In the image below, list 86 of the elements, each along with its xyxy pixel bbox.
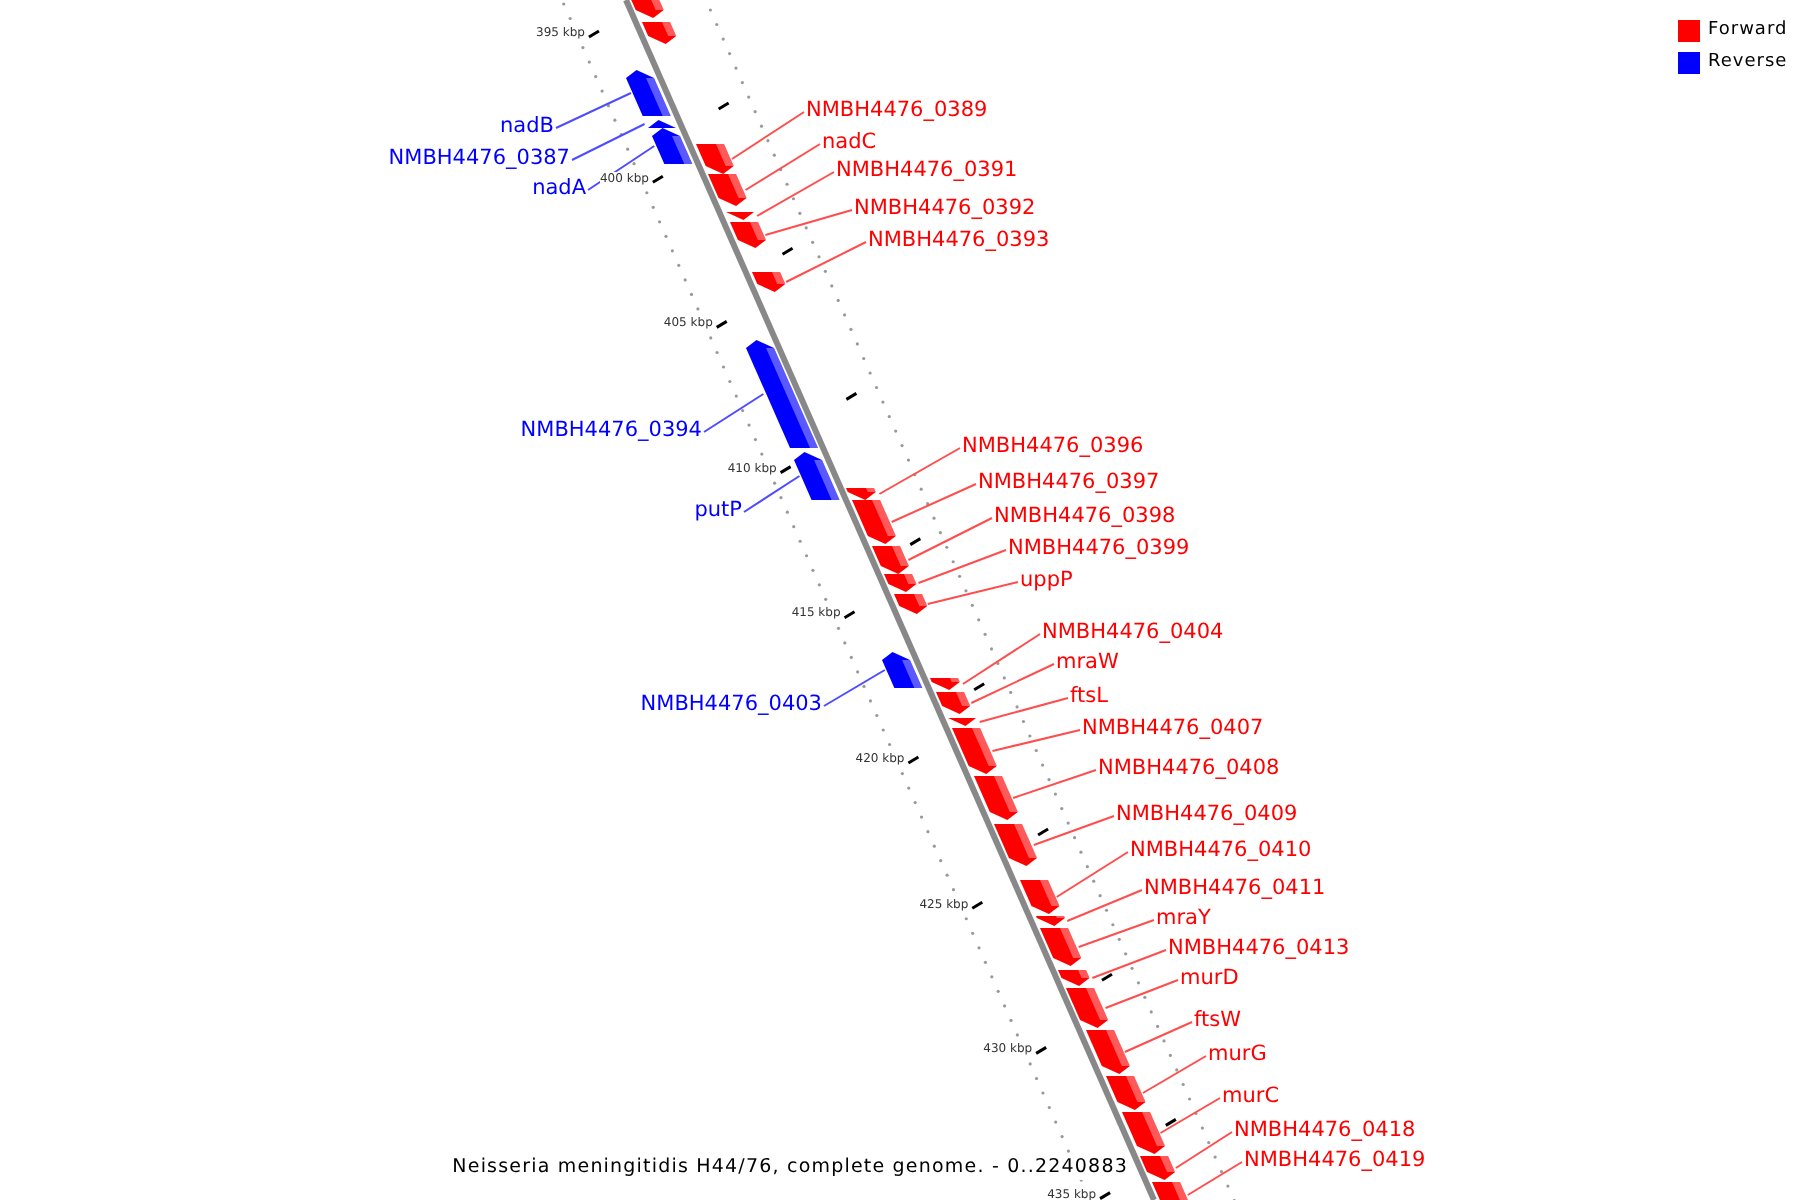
legend-label: Reverse bbox=[1708, 50, 1788, 74]
gene-label: NMBH4476_0387 bbox=[388, 146, 570, 170]
gene-label: NMBH4476_0391 bbox=[836, 158, 1018, 182]
leader-line bbox=[1123, 1021, 1193, 1053]
leader-line bbox=[1032, 815, 1115, 846]
leader-line bbox=[926, 581, 1019, 605]
gene-block bbox=[994, 824, 1040, 868]
gene-block bbox=[794, 452, 842, 502]
leader-line bbox=[743, 475, 801, 513]
leader-line bbox=[978, 697, 1069, 723]
caption: Neisseria meningitidis H44/76, complete genome. - 0..2240883 bbox=[452, 1156, 1128, 1180]
gene-label: NMBH4476_0408 bbox=[1098, 756, 1280, 780]
gene-label: mraY bbox=[1156, 906, 1211, 930]
leader-line bbox=[703, 393, 765, 433]
leader-line bbox=[1141, 1055, 1207, 1094]
gene-block bbox=[1105, 1076, 1147, 1112]
gene-label: NMBH4476_0410 bbox=[1130, 838, 1312, 862]
leader-line bbox=[1066, 889, 1143, 922]
gene-label: putP bbox=[694, 498, 742, 522]
gene-label: NMBH4476_0397 bbox=[978, 470, 1160, 494]
gene-label: murD bbox=[1180, 966, 1239, 990]
gene-label: NMBH4476_0396 bbox=[962, 434, 1144, 458]
gene-label: mraW bbox=[1056, 650, 1119, 674]
gene-label: ftsW bbox=[1194, 1008, 1241, 1032]
gene-block bbox=[1140, 1156, 1178, 1182]
leader-line bbox=[970, 663, 1055, 704]
leader-line bbox=[730, 111, 805, 160]
leader-line bbox=[991, 729, 1081, 752]
leader-line bbox=[744, 143, 821, 191]
gene-block bbox=[641, 22, 678, 46]
gene-block bbox=[884, 574, 919, 594]
gene-block bbox=[930, 678, 963, 692]
leader-line bbox=[961, 633, 1041, 685]
gene-label: NMBH4476_0389 bbox=[806, 98, 988, 122]
gene-block bbox=[893, 594, 929, 616]
gene-block bbox=[882, 652, 925, 690]
gene-label: nadC bbox=[822, 130, 877, 154]
gene-label: NMBH4476_0409 bbox=[1116, 802, 1298, 826]
leader-line bbox=[1077, 919, 1155, 948]
gene-block bbox=[1058, 970, 1093, 988]
gene-label: NMBH4476_0418 bbox=[1234, 1118, 1416, 1142]
leader-line bbox=[823, 669, 886, 707]
gene-label: NMBH4476_0392 bbox=[854, 196, 1036, 220]
leader-line bbox=[555, 92, 632, 129]
gene-label: NMBH4476_0399 bbox=[1008, 536, 1190, 560]
leader-line bbox=[1012, 769, 1097, 799]
leader-line bbox=[1104, 979, 1179, 1009]
gene-block bbox=[708, 174, 750, 208]
leader-line bbox=[890, 483, 977, 523]
gene-block bbox=[651, 128, 695, 166]
gene-label: NMBH4476_0404 bbox=[1042, 620, 1224, 644]
gene-block bbox=[872, 546, 911, 576]
gene-block bbox=[973, 776, 1020, 822]
legend-label: Forward bbox=[1708, 18, 1788, 42]
leader-line bbox=[907, 517, 993, 561]
leader-line bbox=[1174, 1131, 1233, 1169]
leader-line bbox=[1055, 851, 1129, 898]
gene-label: NMBH4476_0419 bbox=[1244, 1148, 1426, 1172]
gene-block bbox=[745, 340, 820, 450]
gene-label: NMBH4476_0403 bbox=[640, 692, 822, 716]
gene-label: nadA bbox=[532, 176, 586, 200]
gene-label: NMBH4476_0393 bbox=[868, 228, 1050, 252]
leader-line bbox=[756, 171, 835, 217]
gene-label: ftsL bbox=[1070, 684, 1108, 708]
gene-label: murC bbox=[1222, 1084, 1280, 1108]
gene-label: NMBH4476_0394 bbox=[520, 418, 702, 442]
gene-block bbox=[1035, 916, 1066, 928]
gene-label: NMBH4476_0413 bbox=[1168, 936, 1350, 960]
leader-line bbox=[571, 123, 646, 161]
gene-label: murG bbox=[1208, 1042, 1267, 1066]
leader-line bbox=[1159, 1097, 1221, 1134]
leader-line bbox=[878, 447, 961, 495]
gene-label: NMBH4476_0398 bbox=[994, 504, 1176, 528]
gene-label: NMBH4476_0407 bbox=[1082, 716, 1264, 740]
gene-label: nadB bbox=[500, 114, 554, 138]
leader-line bbox=[917, 549, 1007, 584]
gene-block bbox=[695, 144, 735, 176]
leader-line bbox=[1091, 949, 1167, 979]
leader-line bbox=[764, 209, 853, 236]
gene-block bbox=[1085, 1030, 1131, 1076]
gene-label: NMBH4476_0411 bbox=[1144, 876, 1326, 900]
gene-block bbox=[751, 272, 787, 294]
gene-block bbox=[846, 488, 879, 502]
leader-line bbox=[1186, 1161, 1243, 1196]
gene-label: uppP bbox=[1020, 568, 1073, 592]
leader-line bbox=[785, 241, 867, 283]
